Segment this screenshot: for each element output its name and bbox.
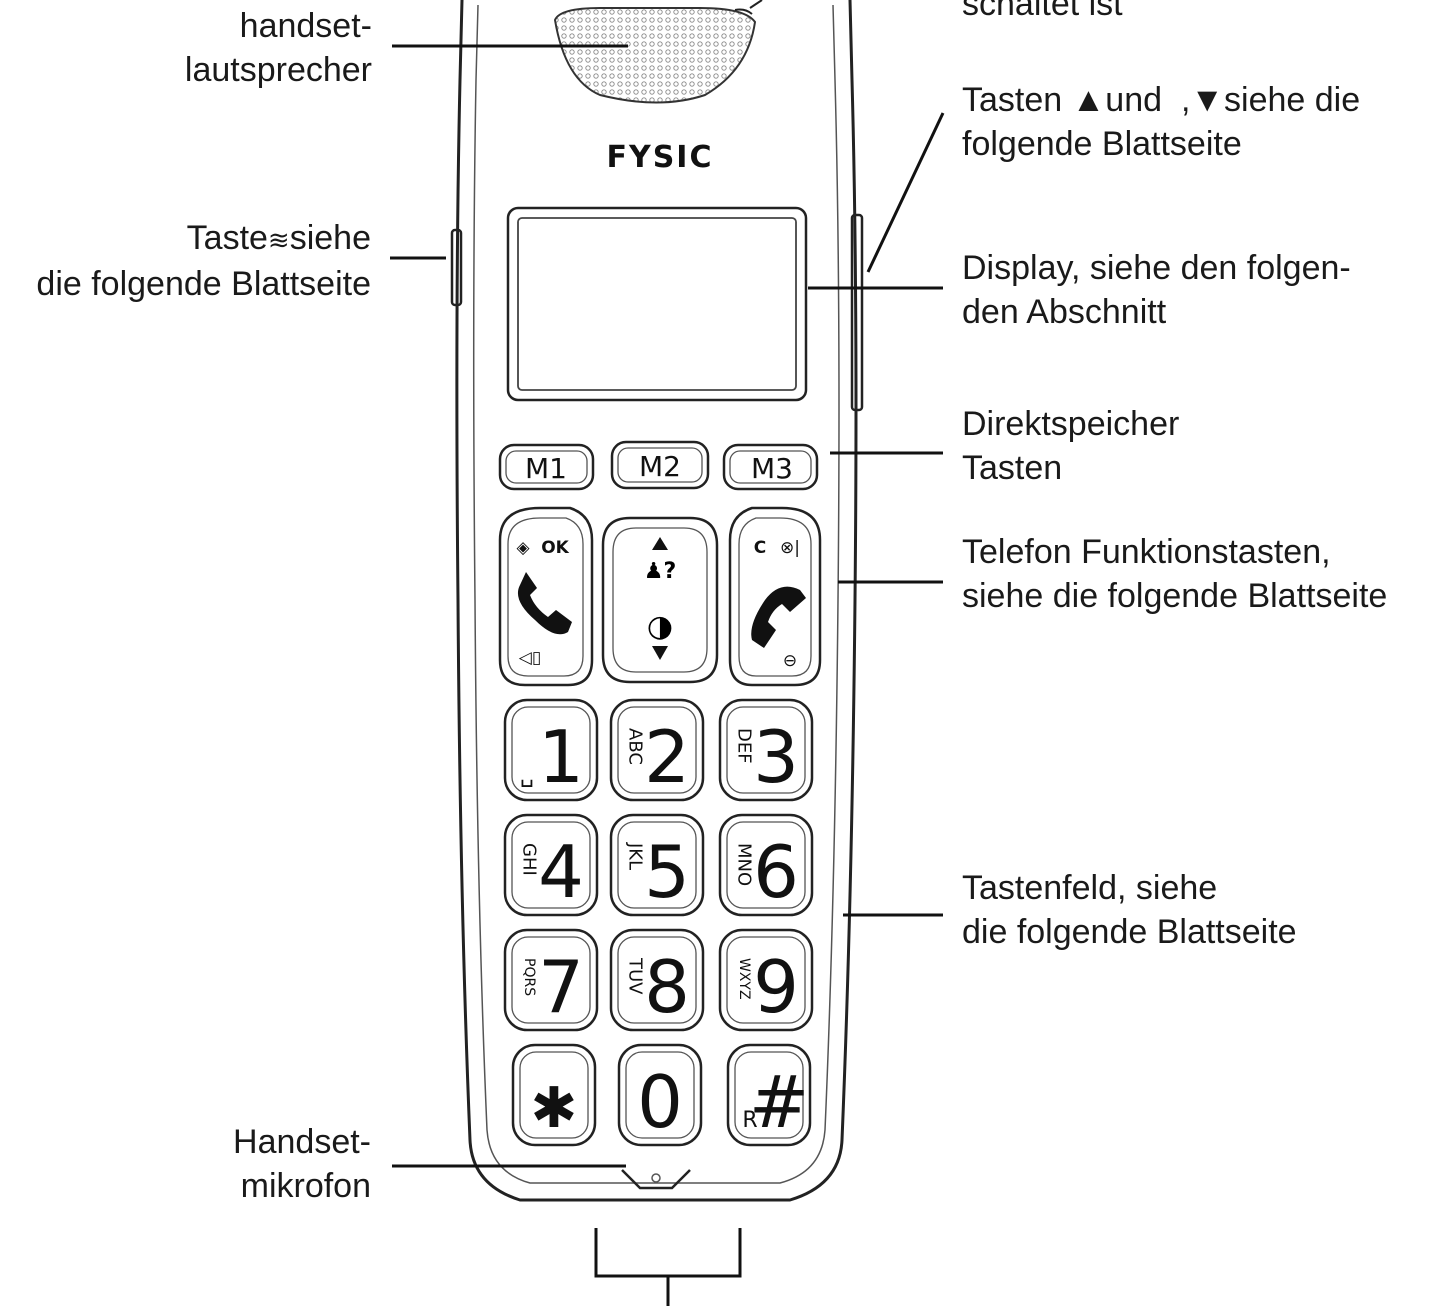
keypad-label: Tastenfeld, siehe die folgende Blattseit… [962, 869, 1297, 951]
speaker-label: handset- lautsprecher [184, 7, 372, 89]
keypad-key[interactable]: 0 [617, 1043, 703, 1147]
leader-lines [390, 44, 945, 1168]
memory-label: Direktspeicher Tasten [962, 405, 1180, 487]
key-letters: PQRS [521, 958, 537, 996]
end-call-icon [751, 586, 806, 648]
brand-logo: FYSIC [606, 140, 713, 175]
minus-circle-icon: ⊖ [783, 651, 797, 671]
memory-key-m2[interactable]: M2 [610, 440, 710, 490]
ringer-wave-icon: ≋ [267, 225, 290, 255]
memory-key-m3[interactable]: M3 [722, 443, 819, 491]
ok-label: OK [541, 538, 569, 558]
call-handset-icon [517, 572, 572, 635]
key-digit: 5 [644, 830, 690, 914]
key-digit: # [749, 1060, 809, 1144]
display-label: Display, siehe den folgen- den Abschnitt [962, 249, 1351, 331]
call-ok-key[interactable]: ◈ OK ◁▯ [498, 506, 594, 687]
phonebook-icon: ♟? [644, 559, 676, 584]
updown-label: Tasten ▲und ,▼siehe die folgende Blattse… [962, 81, 1361, 163]
key-letters: WXYZ [736, 958, 752, 1000]
key-digit: 4 [538, 830, 584, 914]
memory-key-m1-label: M1 [525, 452, 567, 485]
speaker-grille-icon [553, 7, 757, 104]
side-key-right [850, 213, 864, 412]
function-label: Telefon Funktionstasten, siehe die folge… [962, 533, 1388, 615]
nav-key[interactable]: ♟? ◑ [601, 516, 719, 684]
key-digit: 1 [538, 715, 584, 799]
down-triangle-icon: ▼ [1190, 81, 1225, 119]
key-letters: R [742, 1108, 757, 1133]
handset-body [455, 0, 858, 1202]
key-digit: 8 [644, 945, 690, 1029]
key-digit: 3 [753, 715, 799, 799]
keypad-key[interactable]: ✱ [511, 1043, 597, 1147]
key-letters: GHI [519, 843, 540, 876]
key-letters: DEF [734, 728, 755, 764]
key-letters: JKL [625, 842, 646, 870]
key-letters: ABC [625, 728, 646, 765]
end-clear-key[interactable]: C ⊗| ⊖ [728, 506, 822, 687]
speakerphone-icon: ◁▯ [519, 648, 541, 668]
up-arrow-icon [652, 537, 668, 550]
up-triangle-icon: ▲ [1071, 81, 1106, 119]
key-digit: 6 [753, 830, 799, 914]
keypad-key[interactable]: 1␣ [503, 698, 599, 802]
memory-key-m2-label: M2 [639, 450, 681, 483]
key-digit: 2 [644, 715, 690, 799]
charging-contacts-bracket [594, 1228, 742, 1306]
keypad-key[interactable]: #R [726, 1043, 812, 1147]
key-letters: ␣ [520, 763, 534, 788]
key-digit: 9 [753, 945, 799, 1029]
mic-label: Handset- mikrofon [233, 1123, 371, 1205]
down-arrow-icon [652, 646, 668, 660]
key-letters: TUV [625, 957, 646, 995]
side-key-left [450, 228, 463, 307]
microphone-icon [621, 1169, 691, 1190]
ok-diamond-icon: ◈ [516, 538, 530, 558]
display-screen [506, 206, 808, 402]
call-list-icon: ◑ [647, 609, 673, 644]
key-letters: MNO [734, 843, 755, 886]
key-digit: 7 [538, 945, 584, 1029]
top-cut-label: schaltet ist [962, 0, 1123, 23]
memory-key-m1[interactable]: M1 [498, 443, 595, 491]
key-digit: 0 [637, 1060, 683, 1144]
key-digit: ✱ [531, 1076, 578, 1141]
side-key-label: Taste≋siehe die folgende Blattseite [36, 219, 371, 303]
memory-key-m3-label: M3 [751, 452, 793, 485]
delete-icon: ⊗| [780, 538, 800, 558]
clear-label: C [754, 538, 766, 558]
